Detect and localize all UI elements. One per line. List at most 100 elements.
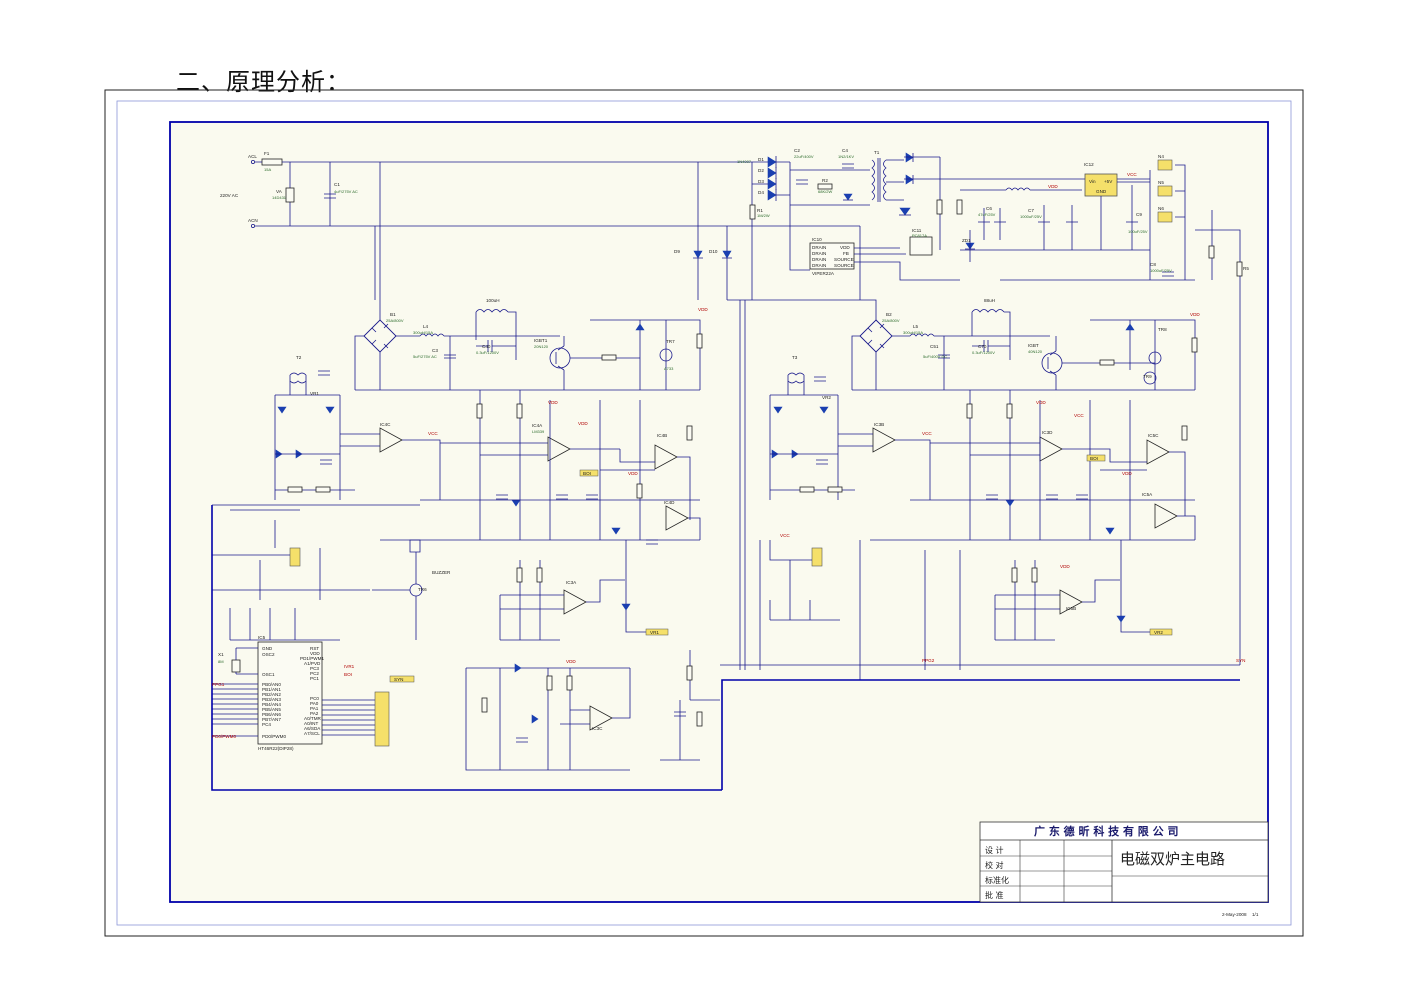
l1-label: 100uH bbox=[486, 298, 500, 303]
ic11-pc817 bbox=[909, 236, 933, 256]
ic10-pin-l1: DRAIN bbox=[812, 245, 826, 250]
mcu-pin-pa0: PA0 bbox=[310, 701, 319, 706]
d1-label: D1 bbox=[758, 157, 764, 162]
va-label: VA bbox=[276, 189, 283, 194]
boi-tag-1: BOI bbox=[583, 471, 591, 476]
ic10-pin-r4: SOURCE bbox=[834, 263, 854, 268]
r2 bbox=[817, 183, 833, 190]
c4-label: C4 bbox=[842, 148, 848, 153]
ppg1-label: PPG1 bbox=[212, 682, 225, 687]
mcu-pin-pb3: PB3/AN3 bbox=[262, 697, 281, 702]
b2-label: B2 bbox=[886, 312, 892, 317]
row-approve: 批 准 bbox=[985, 890, 1004, 900]
mcu-section: IC5 HT46R22(DIP28) GND OSC2 OSC1 PB0/AN0… bbox=[211, 504, 722, 791]
ppg2-net: PPG2 bbox=[922, 658, 935, 663]
row-check: 校 对 bbox=[985, 860, 1004, 870]
c2-value: 22uF/400V bbox=[794, 154, 814, 159]
crystal-x1 bbox=[231, 659, 241, 673]
mcu-pin-pa2: PA2 bbox=[310, 711, 319, 716]
vdd-net-5: VDD bbox=[628, 471, 638, 476]
connector-n6 bbox=[1157, 211, 1173, 223]
tr6-label: TR6 bbox=[418, 587, 427, 592]
c8-label: C8 bbox=[1150, 262, 1156, 267]
sync-diodes: D9 D10 bbox=[674, 162, 732, 300]
mcu-pin-pc2: PC2 bbox=[310, 671, 319, 676]
x1-value: 8M bbox=[218, 659, 224, 664]
l2-label: 88uH bbox=[984, 298, 995, 303]
lower-comparators: IC3A VR1 IC3C VDD IC5B VR2 VDD VCC bbox=[465, 533, 1173, 771]
ic12-label: IC12 bbox=[1084, 162, 1094, 167]
ic4d-label: IC4D bbox=[664, 500, 675, 505]
d3-label: D3 bbox=[758, 179, 764, 184]
connector-cn3 bbox=[811, 547, 823, 567]
opamp-ic4c bbox=[379, 427, 403, 453]
syn-tag: SYN bbox=[394, 677, 403, 682]
r2-label: R2 bbox=[822, 178, 828, 183]
igbt1-value: 20N120 bbox=[534, 344, 549, 349]
ic10-pin-l2: DRAIN bbox=[812, 251, 826, 256]
mcu-pin-pb6: PB6/AN6 bbox=[262, 712, 281, 717]
ic10-part: VIPER22A bbox=[812, 271, 835, 276]
row-design: 设 计 bbox=[985, 845, 1004, 855]
igbt2-label: IGBT bbox=[1028, 343, 1039, 348]
ic3c-label: IC3C bbox=[592, 726, 603, 731]
mcu-pin-pb7: PB7/AN7 bbox=[262, 717, 281, 722]
opamp-ic5a bbox=[1154, 503, 1178, 529]
acl-label: ACL bbox=[248, 154, 257, 159]
vcc-net-5: VCC bbox=[780, 533, 790, 538]
r5-label: R5 bbox=[1243, 266, 1249, 271]
ic5c-label: IC5C bbox=[1148, 433, 1159, 438]
mains-label: 220V AC bbox=[220, 193, 239, 198]
mcu-pin-pd1: PD1/PWM1 bbox=[300, 656, 324, 661]
tr7-label: TR7 bbox=[666, 339, 675, 344]
mcu-pin-sda: A6/SDA bbox=[304, 726, 321, 731]
d4-label: D4 bbox=[758, 190, 764, 195]
c4-value: 1N2/1KV bbox=[838, 154, 854, 159]
vdd-net-2: VDD bbox=[698, 307, 708, 312]
ic4b-label: IC4B bbox=[657, 433, 667, 438]
opamp-ic5c bbox=[1146, 439, 1170, 465]
c70-value: 0.3uF/1200V bbox=[972, 350, 995, 355]
vcc-net-3: VCC bbox=[922, 431, 932, 436]
c1-label: C1 bbox=[334, 182, 340, 187]
title-block: 广 东 德 昕 科 技 有 限 公 司 电磁双炉主电路 设 计 校 对 标准化 … bbox=[979, 821, 1269, 917]
schematic-border bbox=[169, 121, 1269, 903]
mcu-pin-vdd: VDD bbox=[310, 651, 320, 656]
igbt1-label: IGBT1 bbox=[534, 338, 548, 343]
c3-label: C3 bbox=[432, 348, 438, 353]
ic10-viper22a bbox=[809, 242, 855, 270]
mcu-pin-pa1: PA1 bbox=[310, 706, 319, 711]
mcu-pin-scl: A7/SCL bbox=[304, 731, 320, 736]
fuse-f1 bbox=[261, 158, 283, 166]
ic12-pin-5v: +5V bbox=[1104, 179, 1113, 184]
mains-input: ACL ACN 220V AC F1 15A VA 14D431 C1 4uF/… bbox=[220, 151, 860, 300]
mcu-pin-rst: RST bbox=[310, 646, 319, 651]
f1-value: 15A bbox=[264, 167, 271, 172]
vdd-net-9: VDD bbox=[566, 659, 576, 664]
vr1-tag: VR1 bbox=[650, 630, 659, 635]
vr2-label: VR2 bbox=[822, 395, 831, 400]
row-standard: 标准化 bbox=[985, 875, 1009, 885]
mcu-pin-pc3: PC3 bbox=[310, 666, 319, 671]
n4-label: N4 bbox=[1158, 154, 1164, 159]
ic4c-label: IC4C bbox=[380, 422, 391, 427]
section-heading: 二、原理分析： bbox=[176, 68, 351, 96]
pwm-label: PD0/PWM0 bbox=[212, 734, 236, 739]
mcu-pin-pc4: PC4 bbox=[262, 722, 271, 727]
l4-value: 300uH/15A bbox=[413, 330, 433, 335]
mcu-part: HT46R22(DIP28) bbox=[258, 746, 294, 751]
syn-net-2: SYN bbox=[1236, 658, 1245, 663]
c8-value: 1000uF/25V bbox=[1150, 268, 1172, 273]
ic4a-label: IC4A bbox=[532, 423, 543, 428]
r5 bbox=[1236, 261, 1243, 277]
tr9 bbox=[1143, 371, 1157, 385]
boi-tag-2: BOI bbox=[1090, 456, 1098, 461]
mcu-label: IC5 bbox=[258, 635, 266, 640]
c6-label: C6 bbox=[986, 206, 992, 211]
mcu-pin-gnd: GND bbox=[262, 646, 273, 651]
connector-cn2 bbox=[289, 547, 301, 567]
left-power-stage: B1 25A/800V L4 300uH/15A C3 5uF/275V AC … bbox=[274, 298, 708, 545]
mcu-pin-pb0: PB0/AN0 bbox=[262, 682, 281, 687]
n5-label: N5 bbox=[1158, 180, 1164, 185]
c40-label: C40 bbox=[482, 344, 491, 349]
